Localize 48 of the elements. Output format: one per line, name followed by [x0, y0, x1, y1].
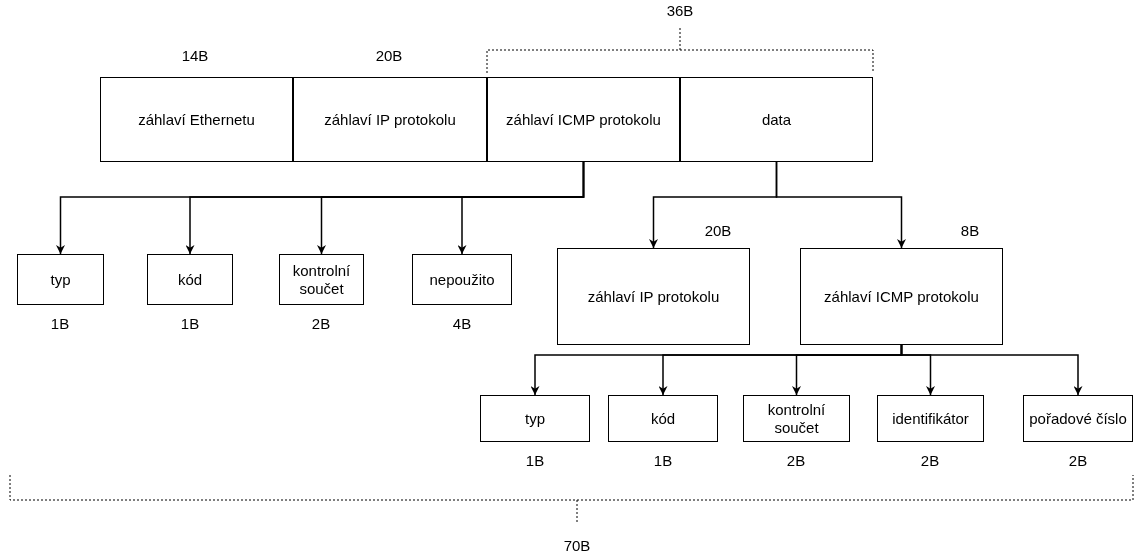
arrow: [775, 161, 906, 249]
field-box: [487, 77, 680, 162]
size-label: 2B: [1068, 452, 1088, 470]
field-name: záhlaví IP protokolu: [324, 110, 456, 129]
field-name: data: [761, 110, 792, 129]
size-label: 2B: [786, 452, 806, 470]
field-box: [877, 395, 984, 442]
size-label: 20B: [375, 47, 403, 65]
field-box: [480, 395, 590, 442]
field-box: [412, 254, 512, 305]
field-name: záhlaví IP protokolu: [587, 287, 720, 306]
size-label: 70B: [563, 537, 591, 555]
field-name: pořadové číslo: [1029, 409, 1127, 428]
field-box: [557, 248, 750, 345]
field-box: [17, 254, 104, 305]
field-name: typ: [525, 409, 545, 428]
size-label: 1B: [50, 315, 70, 333]
field-box: [100, 77, 293, 162]
size-label: 20B: [704, 222, 732, 240]
size-label: 36B: [666, 2, 694, 20]
field-name: identifikátor: [892, 409, 969, 428]
field-box: [293, 77, 487, 162]
field-box: [147, 254, 233, 305]
field-name: kontrolní součet: [291, 261, 352, 298]
field-name: záhlaví ICMP protokolu: [506, 110, 661, 129]
field-box: [279, 254, 364, 305]
field-name: nepoužito: [429, 270, 495, 289]
field-box: [608, 395, 718, 442]
field-box: [680, 77, 873, 162]
size-label: 1B: [180, 315, 200, 333]
size-label: 4B: [452, 315, 472, 333]
field-box: [800, 248, 1003, 345]
field-name: záhlaví ICMP protokolu: [824, 287, 979, 306]
arrow: [457, 161, 585, 255]
field-name: kód: [177, 270, 203, 289]
size-label: 2B: [920, 452, 940, 470]
field-name: kontrolní součet: [766, 400, 827, 437]
field-name: typ: [50, 270, 71, 289]
field-box: [743, 395, 850, 442]
field-box: [1023, 395, 1133, 442]
size-label: 8B: [960, 222, 980, 240]
field-name: záhlaví Ethernetu: [138, 110, 255, 129]
size-label: 14B: [181, 47, 209, 65]
field-name: kód: [650, 409, 676, 428]
size-label: 2B: [311, 315, 331, 333]
size-label: 1B: [525, 452, 545, 470]
arrow: [900, 344, 1083, 396]
size-label: 1B: [653, 452, 673, 470]
